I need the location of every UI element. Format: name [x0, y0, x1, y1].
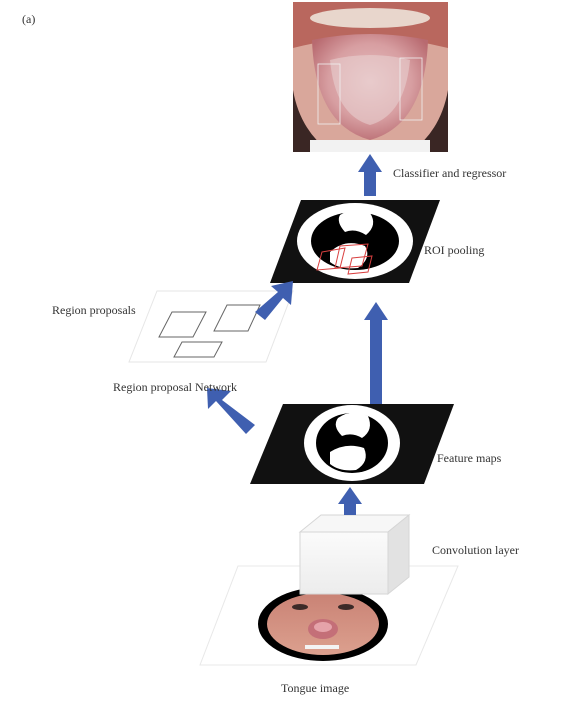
label-region-proposal-network: Region proposal Network: [113, 380, 237, 394]
roi-pooling-map: [270, 200, 440, 283]
region-proposals-sheet: [128, 290, 294, 363]
feature-map: [250, 404, 454, 484]
label-region-proposals: Region proposals: [52, 303, 136, 317]
label-convolution-layer: Convolution layer: [432, 543, 519, 557]
convolution-cube: [298, 513, 411, 596]
arrow-features-to-rpn: [207, 388, 255, 434]
arrow-proposals-to-roi: [255, 281, 293, 320]
arrow-conv-to-features: [338, 487, 362, 515]
arrow-features-to-roi: [364, 302, 388, 404]
arrows: [207, 154, 388, 515]
label-tongue-image: Tongue image: [281, 681, 350, 695]
label-classifier-regressor: Classifier and regressor: [393, 166, 507, 180]
panel-letter: (a): [22, 12, 36, 26]
label-roi-pooling: ROI pooling: [424, 243, 485, 257]
input-tongue-image: [199, 565, 459, 666]
arrow-roi-to-classifier: [358, 154, 382, 196]
output-tongue-photo: [293, 2, 448, 152]
label-feature-maps: Feature maps: [437, 451, 502, 465]
